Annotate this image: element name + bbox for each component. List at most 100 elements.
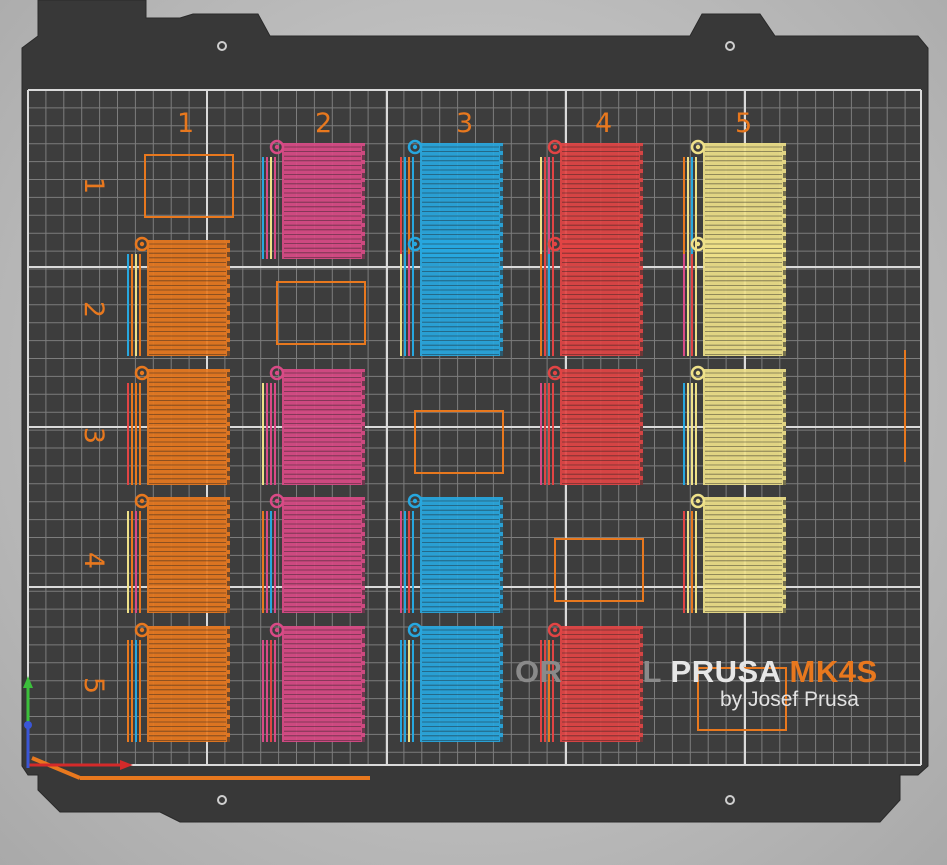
print-object-loop bbox=[690, 365, 706, 381]
print-object-tooth bbox=[362, 719, 365, 724]
print-object-tooth bbox=[227, 710, 230, 715]
print-object-tooth bbox=[500, 554, 503, 559]
print-object-tooth bbox=[227, 545, 230, 550]
print-object[interactable] bbox=[262, 365, 365, 485]
print-object-tooth bbox=[783, 173, 786, 178]
print-object-loop bbox=[269, 365, 285, 381]
print-object[interactable] bbox=[262, 622, 365, 742]
print-object-tooth bbox=[227, 737, 230, 742]
print-object[interactable] bbox=[262, 493, 365, 613]
print-object[interactable] bbox=[683, 236, 786, 356]
print-object[interactable] bbox=[540, 139, 643, 259]
print-object-tooth bbox=[640, 471, 643, 476]
print-object-tooth bbox=[640, 656, 643, 661]
print-object-tooth bbox=[362, 182, 365, 187]
print-object-tooth bbox=[227, 728, 230, 733]
print-object-tooth bbox=[500, 218, 503, 223]
print-object-tooth bbox=[500, 236, 503, 241]
print-objects[interactable] bbox=[127, 139, 787, 742]
print-object-tooth bbox=[500, 288, 503, 293]
print-object[interactable] bbox=[540, 365, 643, 485]
print-object[interactable] bbox=[127, 365, 230, 485]
print-object-tooth bbox=[500, 200, 503, 205]
print-object-loop bbox=[547, 622, 563, 638]
print-object-tooth bbox=[227, 306, 230, 311]
print-object-loop bbox=[269, 139, 285, 155]
print-object-tooth bbox=[362, 647, 365, 652]
print-object-tooth bbox=[362, 638, 365, 643]
print-object-tooth bbox=[227, 297, 230, 302]
print-object-tooth bbox=[500, 333, 503, 338]
print-object-tooth bbox=[783, 500, 786, 505]
print-object[interactable] bbox=[540, 622, 643, 742]
print-object[interactable] bbox=[400, 236, 503, 356]
print-object-tooth bbox=[783, 462, 786, 467]
print-object-tooth bbox=[227, 692, 230, 697]
print-object-tooth bbox=[500, 647, 503, 652]
print-object[interactable] bbox=[262, 139, 365, 259]
print-object-loop-hole bbox=[695, 498, 701, 504]
print-object-tooth bbox=[500, 638, 503, 643]
print-object-tooth bbox=[500, 710, 503, 715]
print-object-tooth bbox=[227, 315, 230, 320]
print-object[interactable] bbox=[127, 622, 230, 742]
print-object-tooth bbox=[640, 279, 643, 284]
print-object-tooth bbox=[640, 453, 643, 458]
print-object-tooth bbox=[640, 381, 643, 386]
print-object-tooth bbox=[500, 500, 503, 505]
print-object-tooth bbox=[640, 182, 643, 187]
print-object-tooth bbox=[227, 342, 230, 347]
print-object[interactable] bbox=[540, 236, 643, 356]
print-object-loop bbox=[134, 365, 150, 381]
print-object-tooth bbox=[227, 399, 230, 404]
print-object-tooth bbox=[500, 590, 503, 595]
print-object-loop-hole bbox=[695, 370, 701, 376]
print-object-loop bbox=[547, 365, 563, 381]
print-object-tooth bbox=[640, 243, 643, 248]
print-object-tooth bbox=[227, 563, 230, 568]
print-object-body bbox=[420, 240, 503, 356]
print-object-tooth bbox=[640, 191, 643, 196]
print-object-tooth bbox=[362, 683, 365, 688]
print-object-loop bbox=[269, 493, 285, 509]
print-object[interactable] bbox=[127, 493, 230, 613]
print-object-tooth bbox=[500, 701, 503, 706]
print-object-tooth bbox=[500, 608, 503, 613]
print-object-tooth bbox=[227, 417, 230, 422]
print-object[interactable] bbox=[127, 236, 230, 356]
print-object[interactable] bbox=[400, 493, 503, 613]
print-object-loop-hole bbox=[274, 370, 280, 376]
print-object[interactable] bbox=[683, 139, 786, 259]
print-object-tooth bbox=[640, 444, 643, 449]
print-object-body bbox=[147, 240, 230, 356]
print-object-tooth bbox=[640, 306, 643, 311]
bed-logo-brand: PRUSA bbox=[670, 654, 781, 689]
print-object-tooth bbox=[227, 288, 230, 293]
print-object-tooth bbox=[500, 509, 503, 514]
print-object[interactable] bbox=[683, 493, 786, 613]
print-object-loop-hole bbox=[274, 627, 280, 633]
print-object-body bbox=[420, 143, 503, 259]
print-object-tooth bbox=[640, 227, 643, 232]
print-object-loop-hole bbox=[552, 241, 558, 247]
print-object-tooth bbox=[500, 155, 503, 160]
print-object-tooth bbox=[500, 351, 503, 356]
print-object-tooth bbox=[783, 563, 786, 568]
print-object-tooth bbox=[640, 390, 643, 395]
print-object[interactable] bbox=[400, 622, 503, 742]
empty-slot-outline bbox=[276, 281, 366, 345]
print-object-body bbox=[282, 369, 365, 485]
print-object-body bbox=[560, 626, 643, 742]
print-object-loop bbox=[407, 139, 423, 155]
print-object-tooth bbox=[227, 279, 230, 284]
print-object-tooth bbox=[640, 737, 643, 742]
print-object[interactable] bbox=[683, 365, 786, 485]
print-object-tooth bbox=[500, 315, 503, 320]
print-object-body bbox=[420, 626, 503, 742]
print-object-tooth bbox=[500, 683, 503, 688]
print-object-tooth bbox=[500, 252, 503, 257]
print-object-tooth bbox=[783, 209, 786, 214]
print-object-tooth bbox=[500, 665, 503, 670]
print-object-tooth bbox=[783, 191, 786, 196]
